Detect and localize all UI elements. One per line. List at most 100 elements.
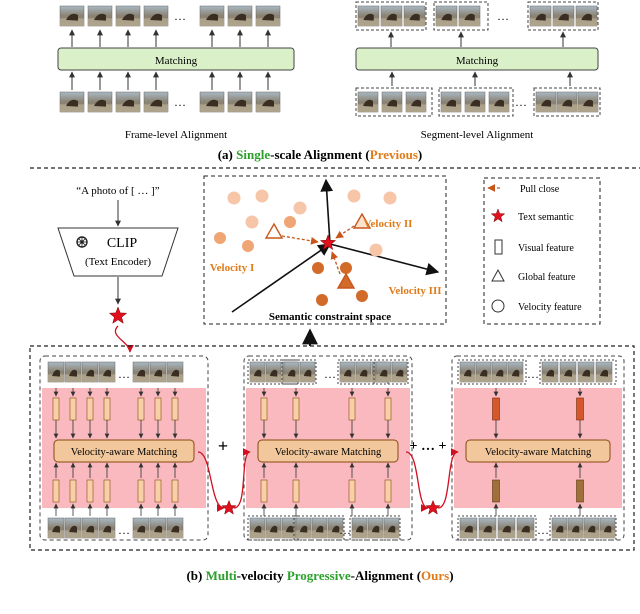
- video-frame-thumbnail: [47, 517, 65, 539]
- star-shape: [319, 234, 337, 251]
- ellipsis-text: …: [497, 9, 509, 23]
- visual-feature-bar: [137, 397, 145, 421]
- matching-box-left: [57, 47, 295, 71]
- segment-level-alignment-panel: … Matching … Segment-level Alignment: [355, 1, 601, 141]
- velocity-feature-circle-dark: [312, 262, 324, 274]
- video-frame-thumbnail: [391, 361, 408, 383]
- video-frame-thumbnail: [295, 517, 312, 539]
- visual-feature-bar: [492, 479, 500, 503]
- velocity-label-1: Velocity I: [210, 262, 255, 274]
- segment-box: [355, 1, 427, 31]
- ellipsis-text: …: [537, 523, 549, 537]
- video-frame-thumbnail: [380, 5, 403, 27]
- video-frame-thumbnail: [577, 361, 595, 383]
- video-frame-thumbnail: [459, 517, 478, 539]
- video-frame-thumbnail: [478, 517, 497, 539]
- frame-level-alignment-panel: … Matching … Frame-level Alignment: [57, 5, 295, 141]
- ellipsis-text: …: [527, 367, 539, 381]
- visual-feature-bar: [384, 397, 392, 421]
- velocity-feature-circle-light: [293, 201, 307, 215]
- video-frame-thumbnail: [255, 91, 281, 113]
- axis-x: [231, 243, 332, 313]
- segment-box: [281, 359, 317, 385]
- video-frame-thumbnail: [143, 5, 169, 27]
- video-frame-thumbnail: [227, 91, 253, 113]
- segment-box: [549, 515, 617, 541]
- visual-feature-bar: [260, 397, 268, 421]
- visual-feature-bar: [69, 479, 77, 503]
- legend-label-3: Visual feature: [518, 243, 574, 254]
- video-frame-thumbnail: [535, 91, 557, 113]
- stage-box: [39, 355, 209, 541]
- video-frame-thumbnail: [575, 5, 598, 27]
- ellipsis-text: …: [118, 367, 130, 381]
- velocity-aware-matching-box: [53, 439, 195, 463]
- text-semantic-star-icon: [108, 306, 128, 324]
- semantic-space-label: Semantic constraint space: [269, 311, 391, 323]
- visual-feature-bar: [154, 397, 162, 421]
- legend-label-5: Velocity feature: [518, 302, 582, 313]
- velocity-feature-circle-mid: [242, 240, 254, 252]
- ellipsis-text: …: [324, 367, 336, 381]
- visual-feature-bar: [576, 397, 584, 421]
- video-frame-thumbnail: [405, 91, 427, 113]
- semantic-constraint-space: Velocity I Velocity II Velocity III Sema…: [203, 175, 447, 325]
- video-frame-thumbnail: [265, 517, 282, 539]
- video-frame-thumbnail: [132, 517, 150, 539]
- video-frame-thumbnail: [475, 361, 492, 383]
- ellipsis-text: …: [339, 523, 351, 537]
- video-frame-thumbnail: [459, 361, 476, 383]
- video-frame-thumbnail: [357, 91, 379, 113]
- plus-sign: +: [218, 436, 228, 456]
- video-frame-thumbnail: [516, 517, 535, 539]
- video-frame-thumbnail: [567, 517, 584, 539]
- star-shape: [221, 499, 237, 515]
- video-frame-thumbnail: [551, 517, 568, 539]
- video-frame-thumbnail: [355, 361, 372, 383]
- segment-box: [373, 359, 409, 385]
- visual-feature-icon: [494, 239, 503, 255]
- visual-feature-bar: [86, 397, 94, 421]
- video-frame-thumbnail: [375, 361, 392, 383]
- visual-feature-bar: [348, 397, 356, 421]
- segment-box: [355, 87, 433, 117]
- velocity-stage-1: Velocity-aware Matching……: [39, 355, 209, 541]
- velocity-aware-matching-label: Velocity-aware Matching: [71, 447, 178, 458]
- video-frame-thumbnail: [59, 91, 85, 113]
- ellipsis-text: …: [515, 95, 527, 109]
- video-frame-thumbnail: [403, 5, 426, 27]
- video-frame-thumbnail: [81, 361, 99, 383]
- segment-box: [293, 515, 345, 541]
- pull-close-arrow: [330, 251, 341, 275]
- velocity-aware-matching-label: Velocity-aware Matching: [275, 447, 382, 458]
- segment-box: [349, 515, 401, 541]
- video-frame-thumbnail: [381, 91, 403, 113]
- segment-box: [438, 87, 514, 117]
- video-frame-thumbnail: [577, 91, 599, 113]
- segment-box: [527, 1, 599, 31]
- visual-feature-bar: [86, 479, 94, 503]
- video-frame-thumbnail: [249, 517, 266, 539]
- star-shape: [490, 208, 506, 223]
- video-frame-thumbnail: [249, 361, 266, 383]
- video-frame-thumbnail: [311, 517, 328, 539]
- video-frame-thumbnail: [81, 517, 99, 539]
- video-frame-thumbnail: [64, 517, 82, 539]
- visual-feature-bar: [103, 479, 111, 503]
- velocity-feature-circle-mid: [214, 232, 226, 244]
- visual-feature-bar: [52, 479, 60, 503]
- frame-level-alignment-label: Frame-level Alignment: [125, 129, 227, 141]
- video-frame-thumbnail: [255, 5, 281, 27]
- prompt-text: “A photo of [ … ]”: [76, 185, 160, 197]
- video-frame-thumbnail: [541, 361, 559, 383]
- video-frame-thumbnail: [435, 5, 458, 27]
- video-frame-thumbnail: [283, 361, 300, 383]
- velocity-feature-circle-dark: [356, 290, 368, 302]
- star-shape: [425, 499, 441, 515]
- visual-feature-bar: [292, 479, 300, 503]
- video-frame-thumbnail: [227, 5, 253, 27]
- text-semantic-star-b2-icon: [425, 499, 441, 515]
- global-feature-triangle: [352, 212, 372, 229]
- video-frame-thumbnail: [367, 517, 384, 539]
